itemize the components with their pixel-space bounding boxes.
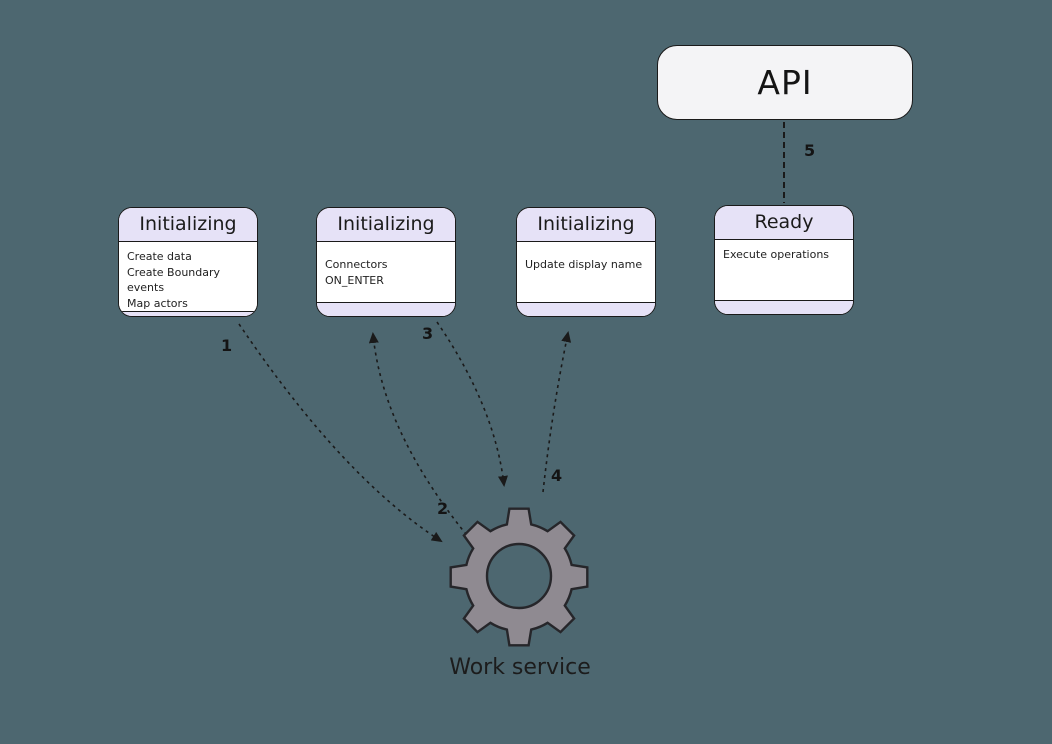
state-line: Update display name	[525, 258, 643, 271]
state-line: Create Boundary events	[127, 265, 221, 295]
state-title: Initializing	[317, 208, 455, 242]
arrow-1	[238, 323, 443, 543]
state-initializing-3: Initializing Update display name	[516, 207, 656, 317]
arrow-label-4: 4	[551, 466, 563, 485]
state-body: Execute operations	[715, 240, 853, 300]
state-ready: Ready Execute operations	[714, 205, 854, 315]
api-node: API	[657, 45, 913, 120]
state-title: Ready	[715, 206, 853, 240]
state-body: Connectors ON_ENTER	[317, 242, 455, 302]
state-footer	[119, 311, 257, 316]
arrow-label-1: 1	[221, 336, 233, 355]
gear-icon	[449, 507, 589, 647]
arrow-4	[542, 331, 572, 493]
state-body: Create data Create Boundary events Map a…	[119, 242, 257, 311]
state-title: Initializing	[517, 208, 655, 242]
state-footer	[715, 300, 853, 314]
state-footer	[317, 302, 455, 316]
arrow-label-3: 3	[422, 324, 434, 343]
arrow-label-5: 5	[804, 141, 816, 160]
arrow-label-2: 2	[437, 499, 449, 518]
state-line: Execute operations	[723, 248, 830, 261]
work-service-label: Work service	[449, 655, 591, 680]
arrow-3	[436, 321, 508, 487]
state-line: Create data	[127, 250, 192, 263]
api-label: API	[757, 63, 813, 102]
state-line: Map actors	[127, 296, 188, 310]
arrow-2	[368, 332, 481, 552]
state-title: Initializing	[119, 208, 257, 242]
state-body: Update display name	[517, 242, 655, 302]
state-initializing-1: Initializing Create data Create Boundary…	[118, 207, 258, 317]
state-line: Connectors ON_ENTER	[325, 258, 388, 287]
state-footer	[517, 302, 655, 316]
state-initializing-2: Initializing Connectors ON_ENTER	[316, 207, 456, 317]
